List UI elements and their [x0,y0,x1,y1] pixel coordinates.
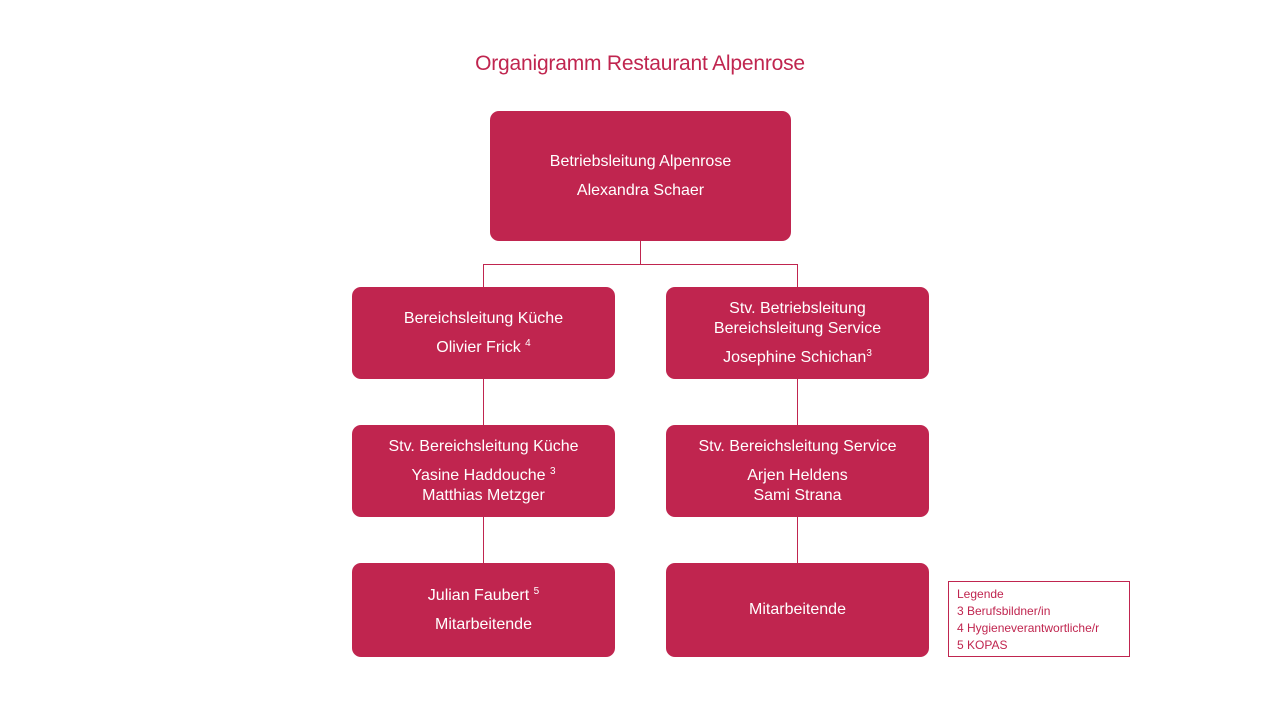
node-role: Bereichsleitung Küche [403,309,564,327]
node-person: Alexandra Schaer [576,181,705,199]
footnote-marker: 5 [533,585,540,597]
node-person: Arjen Heldens [747,466,848,484]
connector-kitchen-lead-to-deputy [483,379,484,425]
footnote-marker: 4 [525,337,531,349]
legend-item: 4 Hygieneverantwortliche/r [957,621,1100,635]
org-node-service-deputy: Stv. Bereichsleitung Service Arjen Helde… [666,425,929,517]
footnote-marker: 3 [866,347,872,359]
node-role: Stv. Betriebsleitung [729,299,866,317]
node-person: Matthias Metzger [422,486,545,504]
org-node-kitchen-staff: Julian Faubert 5 Mitarbeitende [352,563,615,657]
node-person: Sami Strana [753,486,842,504]
org-node-service-lead: Stv. Betriebsleitung Bereichsleitung Ser… [666,287,929,379]
connector-kitchen-deputy-to-staff [483,517,484,563]
footnote-marker: 3 [549,465,556,477]
legend-item: 5 KOPAS [957,638,1008,652]
legend-title: Legende [957,587,1004,601]
node-role: Betriebsleitung Alpenrose [549,152,732,170]
node-person: Josephine Schichan3 [723,347,872,366]
node-person: Yasine Haddouche 3 [411,465,556,484]
legend-item: 3 Berufsbildner/in [957,604,1051,618]
org-node-kitchen-lead: Bereichsleitung Küche Olivier Frick 4 [352,287,615,379]
org-node-root: Betriebsleitung Alpenrose Alexandra Scha… [490,111,791,241]
org-node-service-staff: Mitarbeitende [666,563,929,657]
node-role: Mitarbeitende [435,615,532,633]
connector-service-lead-to-deputy [797,379,798,425]
node-person: Julian Faubert 5 [427,585,540,604]
connector-root-down [640,241,641,264]
node-role-secondary: Bereichsleitung Service [713,319,882,337]
node-role: Stv. Bereichsleitung Service [698,437,897,455]
connector-to-service-lead [797,264,798,287]
connector-service-deputy-to-staff [797,517,798,563]
page-title: Organigramm Restaurant Alpenrose [475,52,805,75]
org-node-kitchen-deputy: Stv. Bereichsleitung Küche Yasine Haddou… [352,425,615,517]
node-role: Stv. Bereichsleitung Küche [388,437,579,455]
legend-box: Legende 3 Berufsbildner/in 4 Hygienevera… [948,581,1130,657]
connector-horizontal [483,264,798,265]
connector-to-kitchen-lead [483,264,484,287]
node-role: Mitarbeitende [749,601,846,618]
node-person: Olivier Frick 4 [436,337,531,356]
